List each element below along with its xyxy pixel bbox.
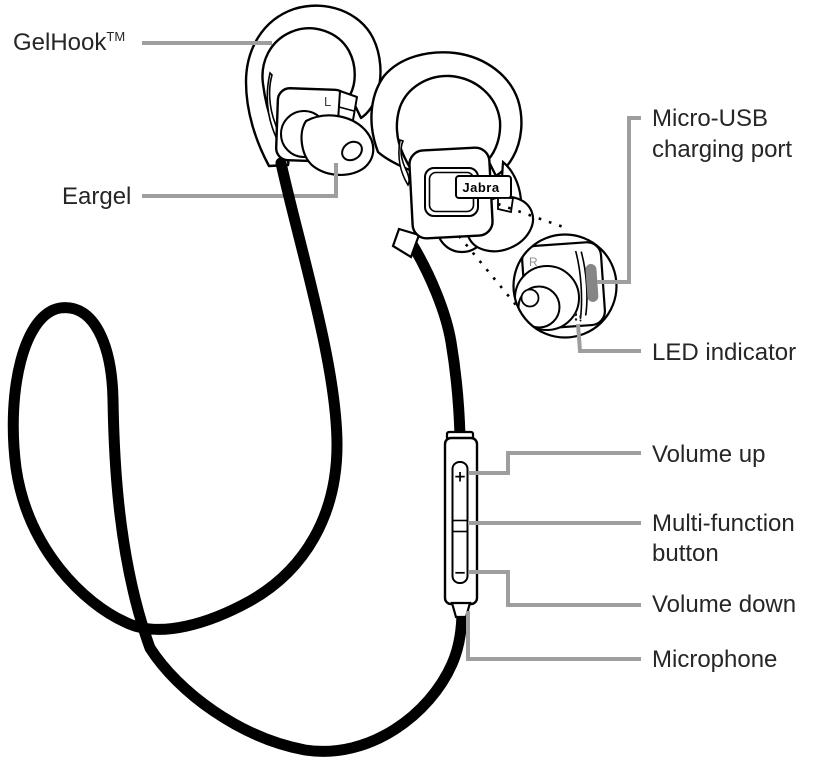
cable-right-segment	[406, 238, 466, 442]
right-cable-boot	[391, 227, 421, 259]
volume-down-leader-line	[469, 570, 641, 607]
magnifier-rays	[457, 202, 570, 306]
inset-circle-outline	[512, 233, 618, 339]
magnifier-inset: R	[512, 233, 618, 339]
volume-up-leader-line	[469, 451, 641, 475]
left-earbud: L	[244, 4, 382, 176]
label-volume-up: Volume up	[652, 441, 765, 468]
labels: GelHookTM Eargel Micro-USB charging port…	[13, 29, 796, 673]
label-volume-down: Volume down	[652, 591, 796, 618]
cable-left-loop	[7, 157, 468, 757]
right-earbud-marking: R	[529, 255, 538, 269]
micro-usb-leader-line	[597, 116, 641, 284]
led-indicator	[573, 312, 582, 322]
right-earbud: Jabra	[370, 51, 535, 259]
left-hook-connector-line	[338, 106, 355, 112]
brand-logo: Jabra	[462, 180, 499, 195]
left-eargel-opening	[341, 140, 363, 162]
eargel-leader-line	[142, 163, 338, 198]
label-micro-usb-line1: Micro-USB	[652, 105, 768, 132]
label-microphone: Microphone	[652, 646, 777, 673]
left-gelhook-earhook	[244, 4, 382, 168]
right-hook-ridge	[398, 138, 410, 187]
inline-remote: + −	[443, 430, 479, 619]
label-multi-function-line1: Multi-function	[652, 510, 795, 537]
right-gelhook-earhook	[370, 51, 523, 178]
label-led-indicator: LED indicator	[652, 339, 796, 366]
magnifier-ray-lower	[457, 235, 518, 306]
microphone-leader-line	[466, 611, 641, 661]
inset-body-side-line-1	[574, 250, 583, 319]
inset-body-side-line-2	[580, 251, 588, 316]
magnifier-ray-upper	[497, 202, 570, 231]
label-eargel: Eargel	[62, 183, 131, 210]
label-micro-usb-line2: charging port	[652, 136, 792, 163]
volume-down-symbol: −	[454, 564, 467, 582]
remote-button-strip	[451, 461, 469, 584]
label-multi-function-line2: button	[652, 540, 719, 567]
led-leader-line	[576, 323, 641, 353]
inset-eargel-tip	[520, 288, 540, 308]
left-leader-lines	[142, 41, 338, 198]
brand-tab	[455, 175, 512, 199]
micro-usb-port	[585, 264, 599, 302]
neckband-cable	[7, 157, 468, 757]
label-gelhook: GelHookTM	[13, 29, 125, 56]
volume-up-symbol: +	[454, 468, 467, 486]
right-leader-lines	[466, 116, 641, 661]
left-earbud-marking: L	[324, 94, 331, 109]
